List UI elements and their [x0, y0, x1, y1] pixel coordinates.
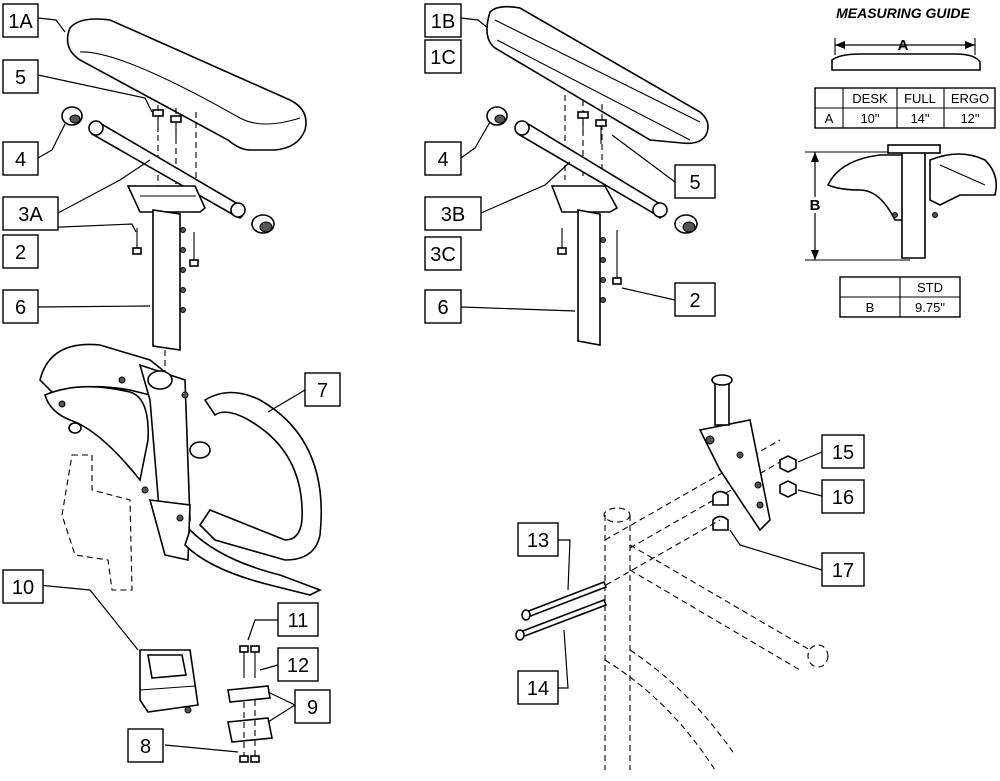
svg-text:5: 5	[15, 67, 26, 89]
svg-text:15: 15	[832, 442, 854, 464]
svg-text:4: 4	[15, 149, 26, 171]
svg-text:1C: 1C	[430, 47, 456, 69]
svg-text:2: 2	[15, 242, 26, 264]
clamp-9	[227, 645, 273, 763]
svg-text:14": 14"	[910, 111, 929, 126]
measuring-guide: MEASURING GUIDE A DESK FULL ERGO A 10" 1…	[805, 5, 998, 318]
callout-12: 12	[277, 647, 319, 682]
callout-3b: 3B	[424, 196, 482, 231]
callout-3a: 3A	[2, 196, 59, 231]
svg-text:13: 13	[527, 530, 549, 552]
svg-text:3B: 3B	[441, 204, 465, 226]
callout-1c: 1C	[424, 39, 462, 74]
left-armrest-assembly	[39, 18, 322, 763]
frame-mount-assembly	[515, 374, 829, 771]
callout-6-right: 6	[424, 289, 462, 324]
callout-6-left: 6	[2, 289, 39, 324]
callout-5-right: 5	[674, 164, 716, 199]
svg-text:16: 16	[832, 487, 854, 509]
callout-7: 7	[304, 372, 341, 407]
svg-text:11: 11	[288, 610, 309, 632]
svg-text:FULL: FULL	[904, 91, 936, 106]
callout-1b: 1B	[424, 3, 462, 38]
callout-17: 17	[821, 552, 865, 587]
callout-13: 13	[517, 522, 559, 557]
svg-text:2: 2	[689, 290, 700, 312]
callout-2-right: 2	[674, 282, 716, 317]
measure-table-b: STD B 9.75"	[839, 276, 961, 318]
svg-text:1A: 1A	[8, 11, 33, 33]
screw-5-left	[152, 109, 182, 140]
svg-text:ERGO: ERGO	[951, 91, 989, 106]
svg-text:9.75": 9.75"	[915, 300, 945, 315]
svg-text:4: 4	[437, 149, 448, 171]
callout-10: 10	[2, 569, 44, 604]
svg-text:7: 7	[317, 380, 328, 402]
callout-3c: 3C	[424, 236, 462, 271]
bracket-assembly	[698, 374, 797, 532]
svg-text:12: 12	[287, 655, 309, 677]
svg-text:6: 6	[15, 297, 26, 319]
leader-lines	[37, 17, 823, 753]
side-frame-7	[39, 343, 322, 596]
arm-pad-1a	[66, 18, 307, 151]
callout-9: 9	[294, 689, 331, 724]
callout-15: 15	[821, 434, 865, 469]
svg-text:17: 17	[832, 560, 854, 582]
svg-text:5: 5	[689, 172, 700, 194]
arm-pad-1b	[486, 5, 709, 145]
post-6-left	[152, 209, 181, 351]
svg-text:12": 12"	[960, 111, 979, 126]
callout-4-left: 4	[2, 141, 39, 176]
callout-2-left-box: 2	[2, 234, 39, 269]
callout-14: 14	[517, 670, 559, 705]
callout-16: 16	[821, 479, 865, 514]
callout-1a: 1A	[2, 3, 39, 38]
measure-table-a: DESK FULL ERGO A 10" 14" 12"	[814, 87, 996, 129]
svg-text:3A: 3A	[18, 204, 43, 226]
svg-text:3C: 3C	[430, 244, 456, 266]
dim-a-label: A	[898, 37, 909, 54]
svg-text:1B: 1B	[431, 11, 455, 33]
callout-4-right: 4	[424, 141, 462, 176]
svg-text:B: B	[866, 300, 875, 315]
side-frame-preview	[826, 144, 998, 259]
svg-text:9: 9	[307, 697, 318, 719]
svg-text:6: 6	[437, 297, 448, 319]
guide-title: MEASURING GUIDE	[836, 5, 970, 21]
svg-text:8: 8	[140, 736, 151, 758]
dim-b-label: B	[810, 197, 821, 214]
receiver-10	[139, 649, 199, 714]
right-armrest-assembly	[486, 5, 709, 346]
svg-text:DESK: DESK	[852, 91, 888, 106]
svg-text:14: 14	[527, 678, 549, 700]
svg-text:10": 10"	[860, 111, 879, 126]
svg-text:STD: STD	[917, 280, 943, 295]
svg-text:10: 10	[12, 577, 34, 599]
svg-text:A: A	[825, 111, 834, 126]
callout-8: 8	[127, 728, 164, 763]
callout-5-left: 5	[2, 59, 39, 94]
callout-11: 11	[277, 602, 319, 637]
bolts-13-14	[515, 519, 721, 641]
callout-labels: 1A 5 4 3A 2 6 7 10 11 12 9 8 1B 1C 4 5 3…	[2, 3, 865, 763]
